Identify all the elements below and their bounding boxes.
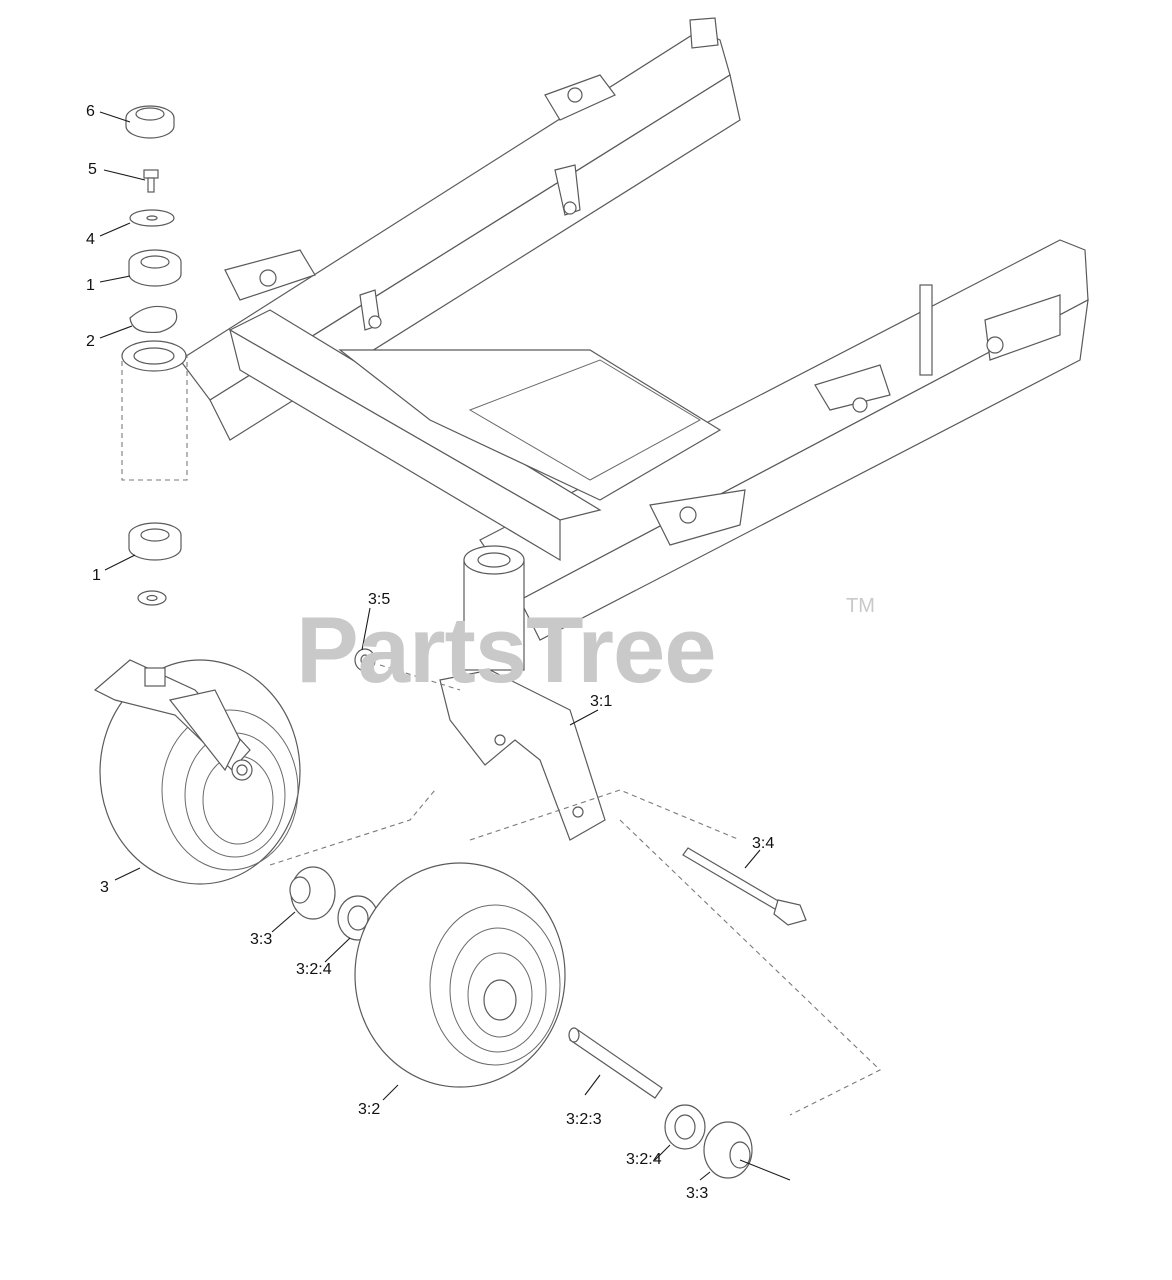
callout-3-2-4-left: 3:2:4 [296, 961, 332, 978]
leader-lines [99, 111, 761, 1181]
spacer-nut [354, 648, 376, 672]
callout-3-2: 3:2 [358, 1101, 380, 1118]
callout-2: 2 [86, 333, 95, 350]
lock-nut [137, 590, 167, 606]
wheel [354, 862, 566, 1088]
callout-3-3-left: 3:3 [250, 931, 272, 948]
bearing-cap [125, 105, 175, 139]
callout-5: 5 [88, 161, 97, 178]
mower-frame [121, 17, 1089, 671]
callout-3: 3 [100, 879, 109, 896]
washer [129, 209, 175, 227]
callout-3-5: 3:5 [368, 591, 390, 608]
lower-bearing [128, 522, 182, 561]
assembly-lines [269, 664, 881, 1116]
watermark-trademark: TM [846, 595, 875, 617]
callout-labels: 6 5 4 1 2 1 3:5 3:1 3 3:4 3:3 3:2:4 3:2 … [86, 103, 774, 1202]
callout-1-lower: 1 [92, 567, 101, 584]
bearing-cap-left [289, 866, 336, 920]
callout-3-2-3: 3:2:3 [566, 1111, 602, 1128]
callout-6: 6 [86, 103, 95, 120]
upper-bearing [128, 249, 182, 287]
wheel-bearing-right [664, 1104, 706, 1150]
callout-1-upper: 1 [86, 277, 95, 294]
axle-spacer [568, 1027, 663, 1099]
watermark-text: PartsTree [296, 597, 716, 702]
callout-4: 4 [86, 231, 95, 248]
caster-fork [439, 669, 606, 841]
callout-3-2-4-right: 3:2:4 [626, 1151, 662, 1168]
callout-3-3-right: 3:3 [686, 1185, 708, 1202]
axle-bolt [682, 847, 807, 926]
watermark: PartsTree TM [296, 595, 875, 702]
bolt [143, 169, 159, 193]
seal [129, 305, 178, 334]
assembled-caster-wheel [93, 659, 301, 885]
callout-3-1: 3:1 [590, 693, 612, 710]
callout-3-4: 3:4 [752, 835, 774, 852]
bearing-cap-right [703, 1121, 791, 1181]
